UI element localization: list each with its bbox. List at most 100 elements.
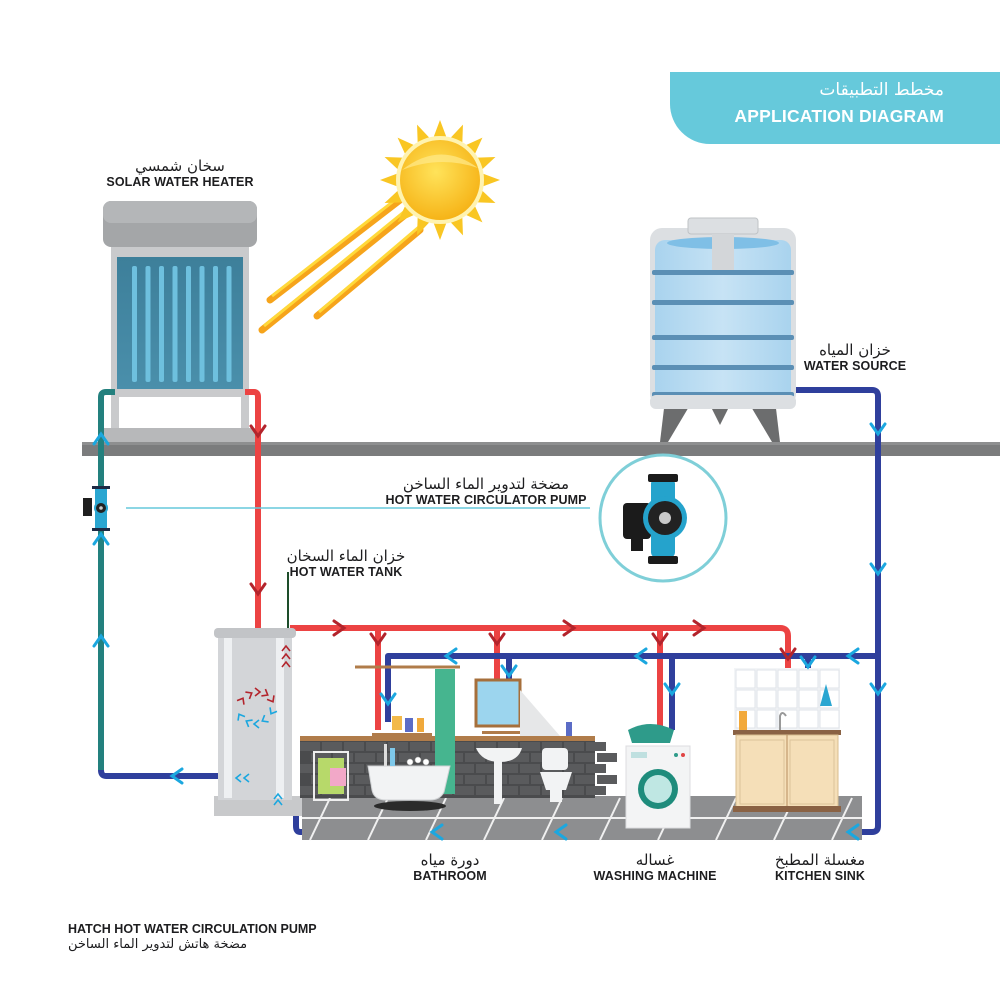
flow-arrow-icon (692, 619, 707, 637)
kitchen-scene (733, 668, 841, 812)
flow-arrow-icon (869, 562, 887, 577)
chevron-icon (273, 798, 283, 806)
solar-tube (199, 266, 205, 382)
flow-arrow-icon (332, 619, 347, 637)
sun-spike (433, 223, 447, 240)
solar-tube (172, 266, 178, 382)
flow-arrow-icon (369, 632, 387, 647)
chevron-icon (245, 691, 253, 700)
tank-return-pipe (98, 769, 218, 779)
chevron-icon (236, 697, 245, 705)
flow-arrow-icon (500, 664, 518, 679)
chevron-icon (254, 687, 262, 697)
chevron-icon (269, 707, 278, 715)
tank-ring (652, 300, 794, 305)
chevron-icon (245, 719, 253, 728)
chevron-icon (261, 688, 269, 697)
sun-spike (466, 137, 483, 154)
sun-spike (466, 206, 483, 223)
towel-rack (313, 751, 349, 801)
flow-arrow-icon (869, 682, 887, 697)
sun-rays-beams (258, 194, 424, 334)
sun-spike (477, 191, 496, 203)
flow-arrow-icon (845, 647, 860, 665)
label-water-source: خزان المياه WATER SOURCE (803, 341, 907, 374)
chevron-icon (242, 773, 250, 783)
bathroom-sink (476, 748, 522, 762)
sun-spikes (380, 120, 500, 240)
chevron-icon (281, 652, 291, 660)
chevron-icon (273, 792, 283, 800)
tank-rings (652, 270, 794, 397)
solar-tubes (132, 266, 232, 382)
sun-spike (417, 217, 429, 236)
solar-tube (145, 266, 151, 382)
flow-arrow-icon (562, 619, 577, 637)
solar-tube (226, 266, 232, 382)
solar-tube (213, 266, 218, 382)
toilet (542, 748, 568, 770)
flow-arrow-icon (779, 647, 797, 662)
inline-pump-icon (83, 486, 110, 531)
flow-arrow-icon (869, 422, 887, 437)
flow-arrow-icon (92, 431, 110, 446)
flow-arrow-icon (845, 823, 860, 841)
chevron-icon (266, 695, 275, 703)
sun-spike (477, 157, 496, 169)
tank-ring (652, 335, 794, 340)
sun-spike (483, 173, 500, 187)
washing-machine (625, 724, 691, 829)
flow-arrow-icon (92, 531, 110, 546)
title-arabic: مخطط التطبيقات (819, 80, 944, 100)
chevron-icon (237, 713, 246, 721)
footer-caption: HATCH HOT WATER CIRCULATION PUMP مضخة ها… (68, 922, 317, 952)
sun-spike (451, 217, 463, 236)
flow-arrow-icon (443, 647, 458, 665)
return-pipe (98, 389, 115, 770)
flow-arrow-icon (169, 767, 184, 785)
bathroom-scene (300, 665, 617, 811)
roof-slab (82, 442, 1000, 456)
title-banner: مخطط التطبيقات APPLICATION DIAGRAM (670, 72, 1000, 144)
hot-water-tank-pointer (287, 572, 289, 628)
chevron-icon (234, 773, 242, 783)
sun-spike (451, 124, 463, 143)
water-source-tank (650, 217, 796, 442)
label-hot-water-tank: خزان الماء السخان HOT WATER TANK (286, 547, 406, 580)
solar-tube (132, 266, 137, 382)
label-bathroom: دورة مياه BATHROOM (413, 851, 487, 884)
title-english: APPLICATION DIAGRAM (734, 106, 944, 126)
sun-icon (258, 120, 500, 334)
solar-water-heater (103, 201, 257, 442)
chevron-icon (281, 644, 291, 652)
kitchen-towel (820, 684, 832, 706)
flow-arrow-icon (799, 655, 817, 670)
sun-spike (417, 124, 429, 143)
mirror (474, 678, 522, 728)
flow-arrow-icon (488, 632, 506, 647)
flow-arrow-icon (663, 682, 681, 697)
sun-spike (433, 120, 447, 137)
cold-distribution-pipe (385, 653, 878, 722)
tank-ring (652, 365, 794, 370)
sun-spike (380, 173, 397, 187)
sun-spike (397, 206, 414, 223)
hot-water-tank (214, 628, 302, 816)
solar-tube (159, 266, 164, 382)
flow-arrow-icon (429, 823, 444, 841)
sun-spike (397, 137, 414, 154)
hot-distribution-pipe (290, 625, 791, 668)
label-solar-water-heater: سخان شمسي SOLAR WATER HEATER (106, 157, 254, 190)
chevron-icon (252, 719, 260, 729)
label-washing-machine: غساله WASHING MACHINE (593, 851, 717, 884)
sun-spike (384, 191, 403, 203)
label-hot-water-circulator-pump: مضخة لتدوير الماء الساخن HOT WATER CIRCU… (385, 475, 587, 508)
flow-arrow-icon (651, 632, 669, 647)
flow-arrows (92, 422, 887, 841)
bathtub (367, 765, 451, 801)
chevron-icon (261, 714, 269, 723)
flow-arrow-icon (553, 823, 568, 841)
flow-arrow-icon (249, 424, 267, 439)
shower-curtain (435, 669, 455, 794)
